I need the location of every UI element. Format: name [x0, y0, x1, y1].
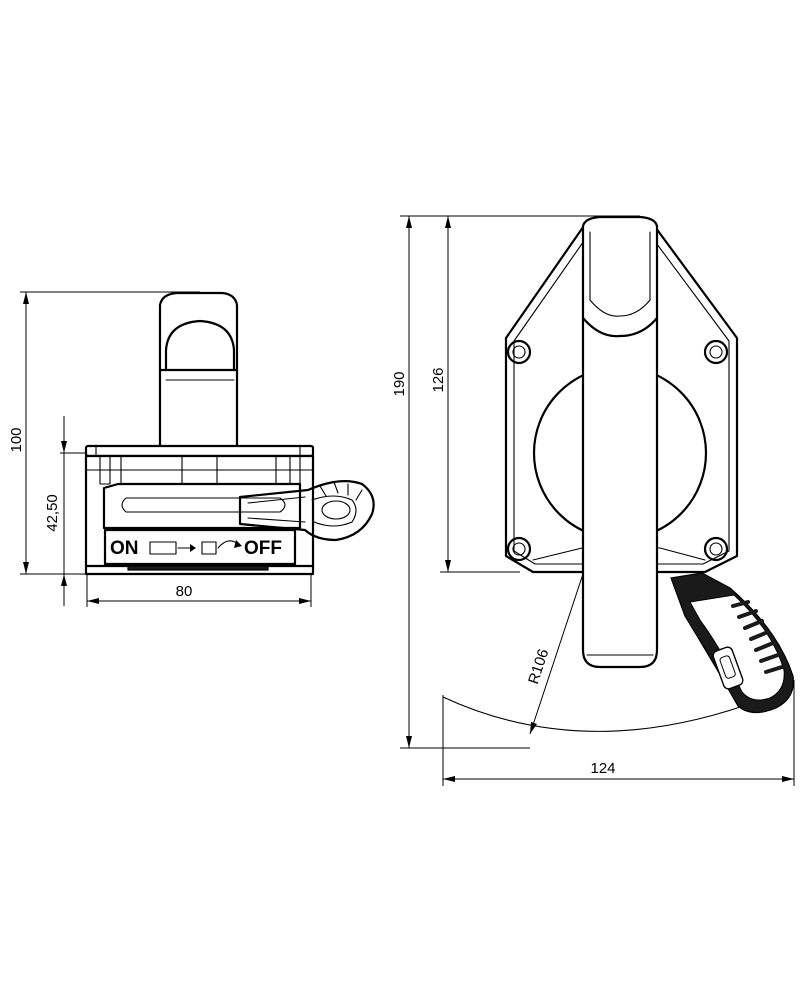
dim-right-124: 124 [590, 760, 615, 777]
dim-left-42-50: 42,50 [44, 494, 61, 532]
right-view: 190 126 R106 124 [391, 215, 795, 786]
dim-left-80: 80 [176, 583, 193, 600]
dim-right-190: 190 [391, 371, 408, 396]
screw-hole [703, 536, 729, 562]
label-on: ON [110, 538, 139, 559]
left-view: ON OFF 100 42,50 80 [8, 291, 375, 607]
dim-left-100: 100 [8, 427, 25, 452]
dim-right-126: 126 [430, 367, 447, 392]
screw-hole [703, 339, 729, 365]
screw-hole [506, 339, 532, 365]
label-off: OFF [244, 538, 282, 559]
screw-hole [506, 536, 532, 562]
